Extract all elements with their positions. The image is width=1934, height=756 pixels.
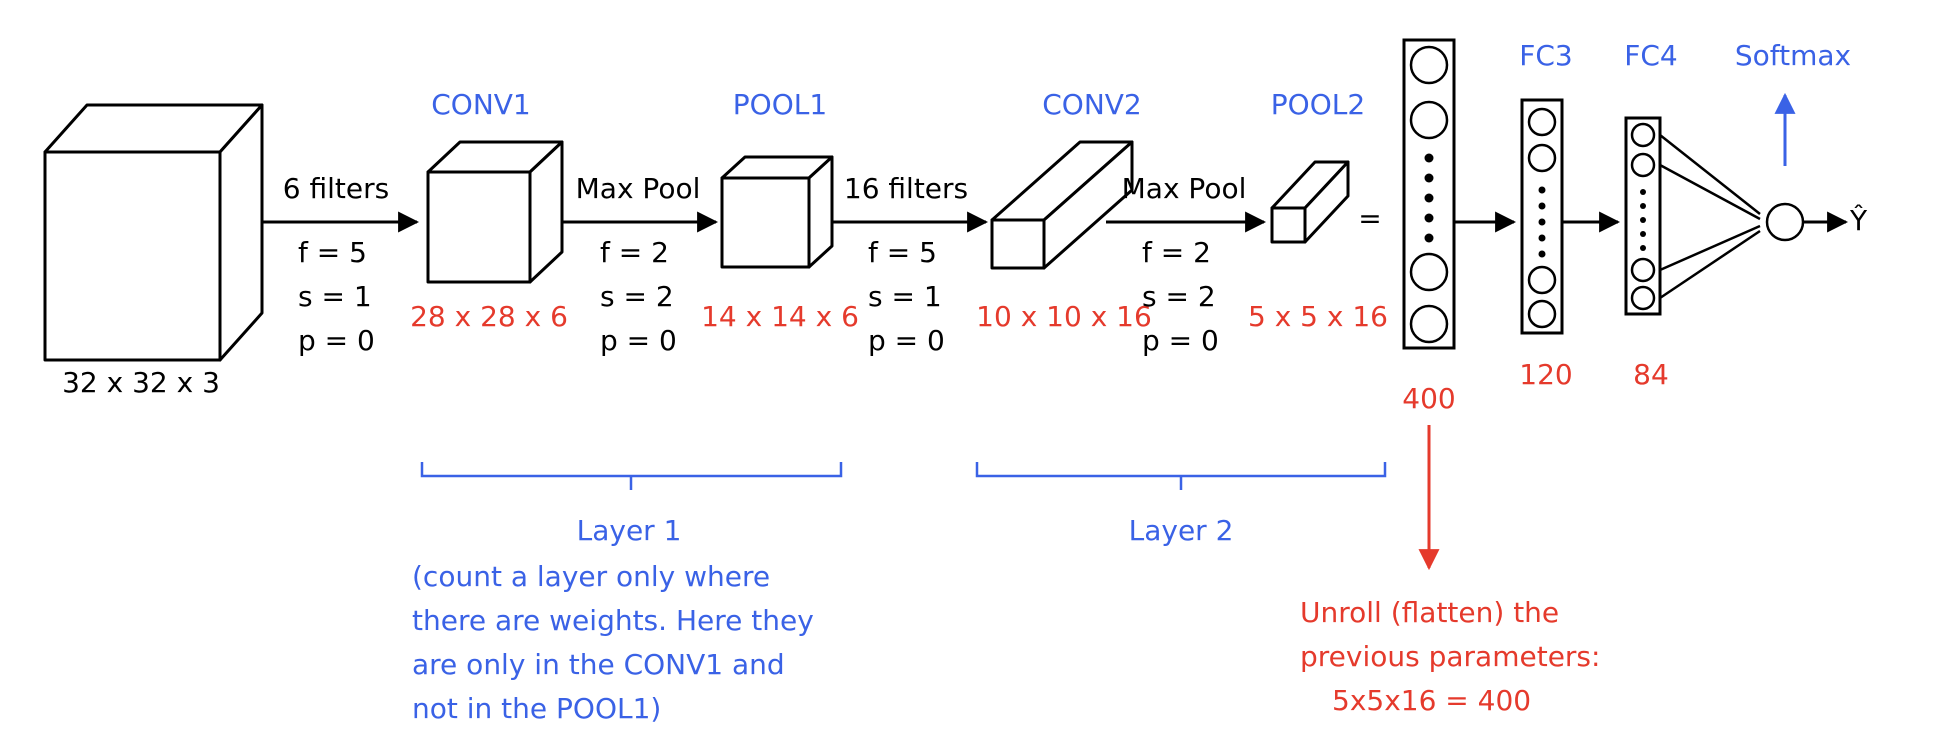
fc4-size: 84	[1633, 358, 1669, 391]
pool2-title: POOL2	[1271, 88, 1365, 121]
pool1-volume	[720, 155, 834, 269]
op2-f: f = 2	[600, 236, 669, 269]
conv1-dims: 28 x 28 x 6	[410, 300, 568, 333]
layer1-note-line2: there are weights. Here they	[412, 604, 814, 637]
layer2-title: Layer 2	[1129, 514, 1234, 547]
op4-s: s = 2	[1142, 280, 1216, 313]
pool1-dims: 14 x 14 x 6	[701, 300, 859, 333]
conv2-title: CONV2	[1042, 88, 1142, 121]
unroll-line2: previous parameters:	[1300, 640, 1600, 673]
conv1-volume	[426, 140, 564, 284]
op3-p: p = 0	[868, 324, 945, 357]
op4-p: p = 0	[1142, 324, 1219, 357]
output-label: Ŷ	[1849, 203, 1868, 237]
layer1-note-line3: are only in the CONV1 and	[412, 648, 785, 681]
pool2-volume	[1270, 160, 1350, 244]
flatten-vector	[1402, 38, 1456, 350]
unroll-line3: 5x5x16 = 400	[1332, 684, 1531, 717]
fc4-to-softmax-edges	[1659, 134, 1761, 300]
fc4-layer	[1624, 116, 1662, 316]
op1-label: 6 filters	[283, 172, 389, 205]
softmax-title: Softmax	[1735, 39, 1851, 72]
op4-f: f = 2	[1142, 236, 1211, 269]
op1-f: f = 5	[298, 236, 367, 269]
fc3-layer	[1520, 98, 1564, 335]
softmax-node	[1765, 202, 1805, 242]
layer2-bracket	[975, 462, 1387, 490]
op2-p: p = 0	[600, 324, 677, 357]
op3-f: f = 5	[868, 236, 937, 269]
layer1-title: Layer 1	[577, 514, 682, 547]
conv2-volume	[990, 140, 1134, 270]
pool1-title: POOL1	[733, 88, 827, 121]
fc3-size: 120	[1519, 358, 1572, 391]
op2-params: Max Pool f = 2 s = 2 p = 0	[562, 172, 719, 357]
op4-label: Max Pool	[1122, 172, 1247, 205]
input-volume	[43, 103, 264, 362]
flatten-size: 400	[1402, 382, 1455, 415]
input-dims: 32 x 32 x 3	[62, 366, 220, 399]
op2-s: s = 2	[600, 280, 674, 313]
layer1-note-line4: not in the POOL1)	[412, 692, 661, 725]
layer1-note-line1: (count a layer only where	[412, 560, 770, 593]
op3-label: 16 filters	[844, 172, 968, 205]
layer1-bracket	[420, 462, 843, 490]
op3-params: 16 filters f = 5 s = 1 p = 0	[832, 172, 989, 357]
op1-params: 6 filters f = 5 s = 1 p = 0	[262, 172, 420, 357]
flatten-equals: =	[1358, 202, 1381, 235]
op1-s: s = 1	[298, 280, 372, 313]
conv1-title: CONV1	[431, 88, 531, 121]
conv2-dims: 10 x 10 x 16	[976, 300, 1152, 333]
fc3-title: FC3	[1519, 39, 1572, 72]
fc4-title: FC4	[1624, 39, 1677, 72]
op1-p: p = 0	[298, 324, 375, 357]
op3-s: s = 1	[868, 280, 942, 313]
op4-params: Max Pool f = 2 s = 2 p = 0	[1106, 172, 1267, 357]
op2-label: Max Pool	[576, 172, 701, 205]
pool2-dims: 5 x 5 x 16	[1248, 300, 1388, 333]
unroll-line1: Unroll (flatten) the	[1300, 596, 1559, 629]
